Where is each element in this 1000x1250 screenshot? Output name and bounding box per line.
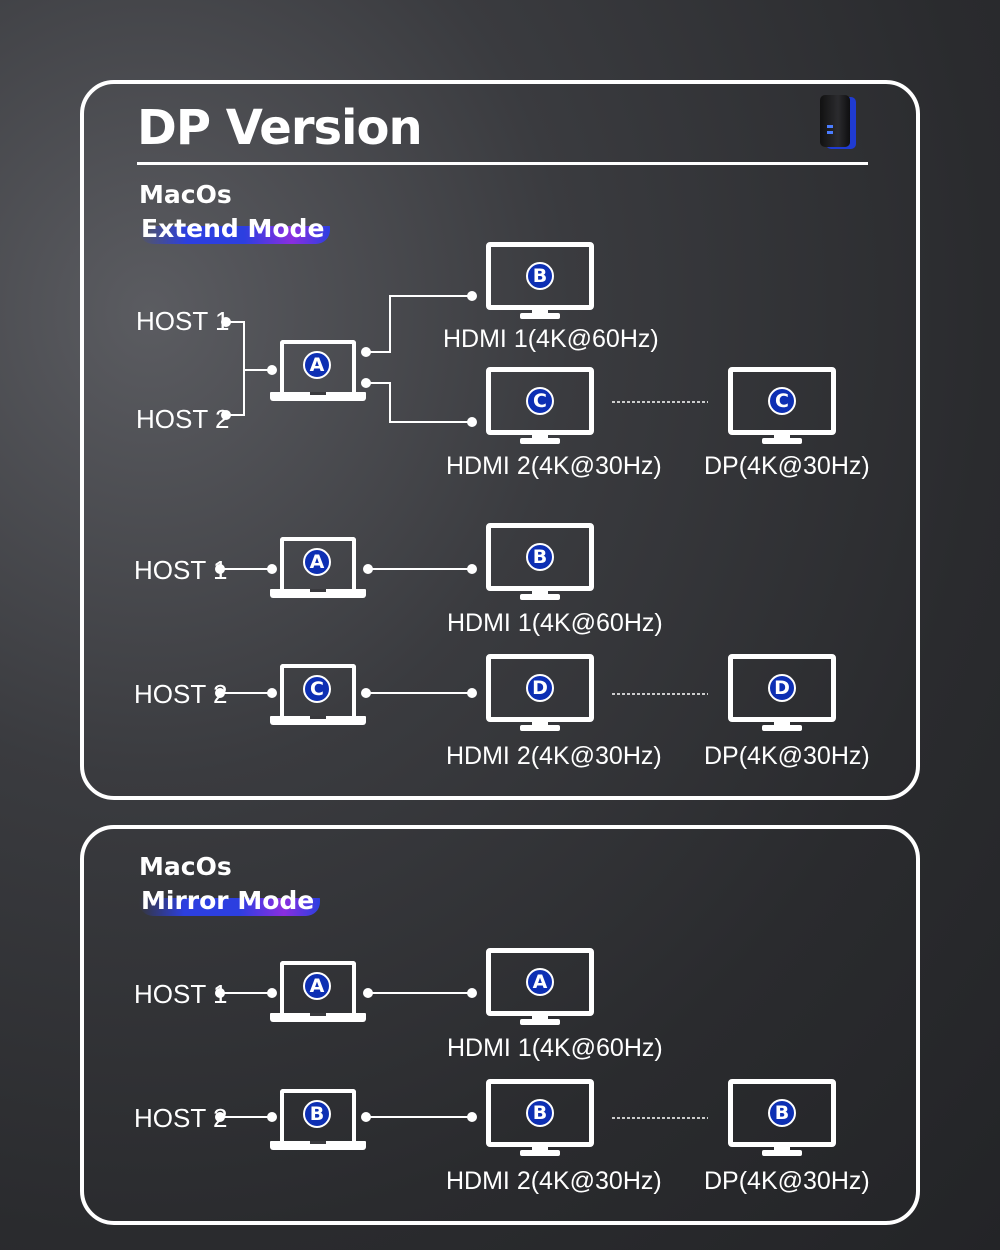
mirror-row2-caption: HDMI 2(4K@30Hz) <box>446 1167 662 1195</box>
extend-dp-monitor-badge: C <box>768 387 796 415</box>
kvm-device-icon <box>820 95 850 147</box>
extend-host2-label: HOST 2 <box>136 404 230 434</box>
mirror-row1-laptop-icon: A <box>270 961 366 1023</box>
mirror-mode-label: Mirror Mode <box>139 886 321 916</box>
split-row1-laptop-icon: A <box>270 537 366 599</box>
mirror-row1-caption: HDMI 1(4K@60Hz) <box>447 1034 663 1062</box>
extend-dp-caption: DP(4K@30Hz) <box>704 452 870 480</box>
title-divider <box>137 162 868 165</box>
extend-mode-panel <box>80 80 920 800</box>
split-row1-monitor-badge: B <box>526 543 554 571</box>
mirror-row2-laptop-badge: B <box>303 1100 331 1128</box>
mirror-row2-monitor-icon: B <box>486 1079 594 1157</box>
split-row2-dp-caption: DP(4K@30Hz) <box>704 742 870 770</box>
split-row1-caption: HDMI 1(4K@60Hz) <box>447 609 663 637</box>
mirror-row1-monitor-badge: A <box>526 968 554 996</box>
split-host2-label: HOST 2 <box>134 679 228 709</box>
mirror-host2-label: HOST 2 <box>134 1103 228 1133</box>
split-row2-dp-monitor-icon: D <box>728 654 836 732</box>
extend-hdmi2-caption: HDMI 2(4K@30Hz) <box>446 452 662 480</box>
mirror-host1-label: HOST 1 <box>134 979 228 1009</box>
extend-laptop-icon: A <box>270 340 366 402</box>
split-row2-monitor-icon: D <box>486 654 594 732</box>
mirror-row2-dp-monitor-icon: B <box>728 1079 836 1157</box>
extend-monitor-c-icon: C <box>486 367 594 445</box>
extend-dp-monitor-icon: C <box>728 367 836 445</box>
split-row2-dp-monitor-badge: D <box>768 674 796 702</box>
mirror-row1-monitor-icon: A <box>486 948 594 1026</box>
mirror-row2-dp-monitor-badge: B <box>768 1099 796 1127</box>
extend-host1-label: HOST 1 <box>136 306 230 336</box>
split-row2-monitor-badge: D <box>526 674 554 702</box>
extend-monitor-b-icon: B <box>486 242 594 320</box>
split-host1-label: HOST 1 <box>134 555 228 585</box>
page-title: DP Version <box>137 100 423 156</box>
extend-laptop-badge: A <box>303 351 331 379</box>
extend-os-label: MacOs <box>139 180 232 209</box>
mirror-row2-dp-caption: DP(4K@30Hz) <box>704 1167 870 1195</box>
mirror-mode-panel <box>80 825 920 1225</box>
mirror-row2-monitor-badge: B <box>526 1099 554 1127</box>
extend-hdmi1-caption: HDMI 1(4K@60Hz) <box>443 325 659 353</box>
extend-mode-label: Extend Mode <box>139 214 331 244</box>
split-row1-laptop-badge: A <box>303 548 331 576</box>
extend-monitor-c-badge: C <box>526 387 554 415</box>
split-row2-caption: HDMI 2(4K@30Hz) <box>446 742 662 770</box>
split-row1-monitor-icon: B <box>486 523 594 601</box>
mirror-row2-laptop-icon: B <box>270 1089 366 1151</box>
split-row2-laptop-badge: C <box>303 675 331 703</box>
extend-monitor-b-badge: B <box>526 262 554 290</box>
mirror-os-label: MacOs <box>139 852 232 881</box>
split-row2-laptop-icon: C <box>270 664 366 726</box>
mirror-row1-laptop-badge: A <box>303 972 331 1000</box>
